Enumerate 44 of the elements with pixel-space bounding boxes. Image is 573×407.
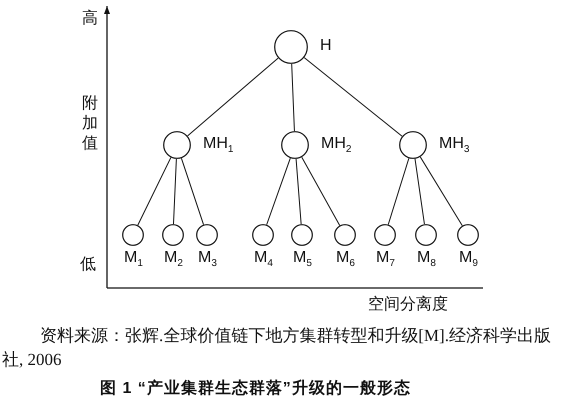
connector-line (388, 158, 410, 225)
node-label: MH$_{1}$ (203, 135, 234, 157)
connector-line (296, 158, 302, 225)
node-label: M$_{4}$ (254, 249, 273, 271)
connector-line (301, 156, 340, 226)
axis-label: 附加值 (82, 94, 99, 154)
axis-label: 低 (80, 256, 96, 274)
figure-caption: 图 1 “产业集群生态群落”升级的一般形态 (100, 380, 411, 398)
circle-node (122, 224, 144, 246)
connector-line (266, 158, 291, 226)
node-label: H (320, 37, 332, 55)
axis-label: 空间分离度 (368, 296, 448, 314)
circle-node (457, 224, 479, 246)
connector-line (291, 63, 295, 132)
node-label: M$_{9}$ (459, 249, 478, 271)
node-label: M$_{7}$ (376, 249, 395, 271)
connector-line (414, 158, 425, 225)
circle-node (399, 131, 427, 159)
node-label: M$_{2}$ (164, 249, 183, 271)
node-label: MH$_{2}$ (321, 135, 352, 157)
circle-node (163, 131, 191, 159)
source-note: 资料来源：张辉.全球价值链下地方集群转型和升级[M].经济科学出版社, 2006 (2, 325, 552, 371)
connector-line (304, 57, 403, 137)
circle-node (252, 224, 274, 246)
node-label: M$_{6}$ (336, 249, 355, 271)
circle-node (374, 224, 396, 246)
circle-node (334, 224, 356, 246)
axis-label: 高 (82, 10, 98, 28)
circle-node (196, 224, 218, 246)
connector-line (180, 158, 204, 226)
circle-node (415, 224, 437, 246)
connector-line (137, 157, 172, 226)
node-label: M$_{5}$ (293, 249, 312, 271)
node-label: M$_{8}$ (417, 249, 436, 271)
connector-line (187, 58, 279, 136)
circle-node (281, 131, 309, 159)
circle-node (274, 30, 308, 64)
connector-line (173, 158, 177, 224)
node-label: M$_{1}$ (124, 249, 143, 271)
node-label: M$_{3}$ (198, 249, 217, 271)
connector-line (420, 156, 463, 226)
circle-node (291, 224, 313, 246)
node-label: MH$_{3}$ (439, 135, 470, 157)
circle-node (162, 224, 184, 246)
